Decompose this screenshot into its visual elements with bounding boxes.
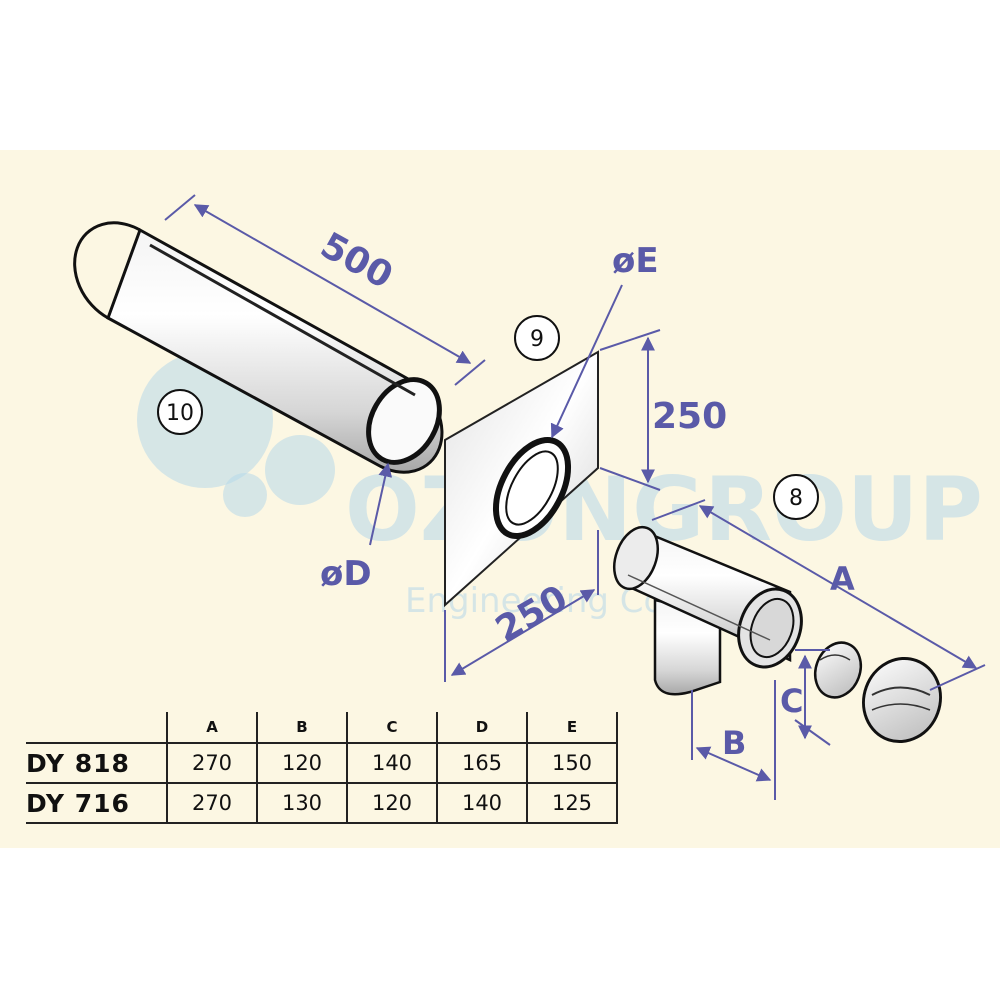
model-name: DY 716 xyxy=(26,782,167,824)
callout-pipe-label: 10 xyxy=(166,401,194,426)
callout-pipe: 10 xyxy=(157,389,203,435)
table-header-d: D xyxy=(436,712,527,743)
table-corner-cell xyxy=(26,712,167,743)
dimension-b-label: B xyxy=(722,724,746,762)
table-cell: 270 xyxy=(166,782,257,824)
table-header-row: A B C D E xyxy=(26,712,618,743)
table-header-b: B xyxy=(256,712,347,743)
table-row: DY 716 270 130 120 140 125 xyxy=(26,782,618,824)
plate-height-dimension: 250 xyxy=(599,329,727,491)
dimension-a-label: A xyxy=(830,560,855,598)
hole-diameter-label: øE xyxy=(612,241,659,281)
table-header-e: E xyxy=(526,712,618,743)
table-cell: 140 xyxy=(436,782,527,824)
table-row: DY 818 270 120 140 165 150 xyxy=(26,742,618,783)
plate-height-label: 250 xyxy=(652,396,727,437)
table-cell: 165 xyxy=(436,742,527,783)
table-header-c: C xyxy=(346,712,437,743)
dimensions-table: A B C D E DY 818 270 120 140 165 150 DY … xyxy=(26,712,618,824)
dimension-b: B xyxy=(691,680,776,800)
pipe-diameter-label: øD xyxy=(320,554,372,594)
dimension-c-label: C xyxy=(780,682,803,720)
callout-tee: 8 xyxy=(773,474,819,520)
table-cell: 130 xyxy=(256,782,347,824)
table-cell: 270 xyxy=(166,742,257,783)
table-cell: 120 xyxy=(256,742,347,783)
callout-tee-label: 8 xyxy=(789,486,803,511)
table-cell: 120 xyxy=(346,782,437,824)
dimension-c: C xyxy=(780,649,831,746)
callout-plate-label: 9 xyxy=(530,327,544,352)
wall-plate-illustration xyxy=(444,350,599,608)
hole-diameter-dimension: øE xyxy=(550,241,659,439)
table-cell: 125 xyxy=(526,782,618,824)
dimension-a: A xyxy=(651,499,986,691)
table-cell: 150 xyxy=(526,742,618,783)
pipe-diameter-dimension: øD xyxy=(320,462,393,594)
model-name: DY 818 xyxy=(26,742,167,783)
table-header-a: A xyxy=(166,712,257,743)
table-cell: 140 xyxy=(346,742,437,783)
small-end-cap xyxy=(813,641,863,699)
large-end-cap xyxy=(862,656,942,744)
pipe-length-label: 500 xyxy=(314,225,400,297)
callout-plate: 9 xyxy=(514,315,560,361)
